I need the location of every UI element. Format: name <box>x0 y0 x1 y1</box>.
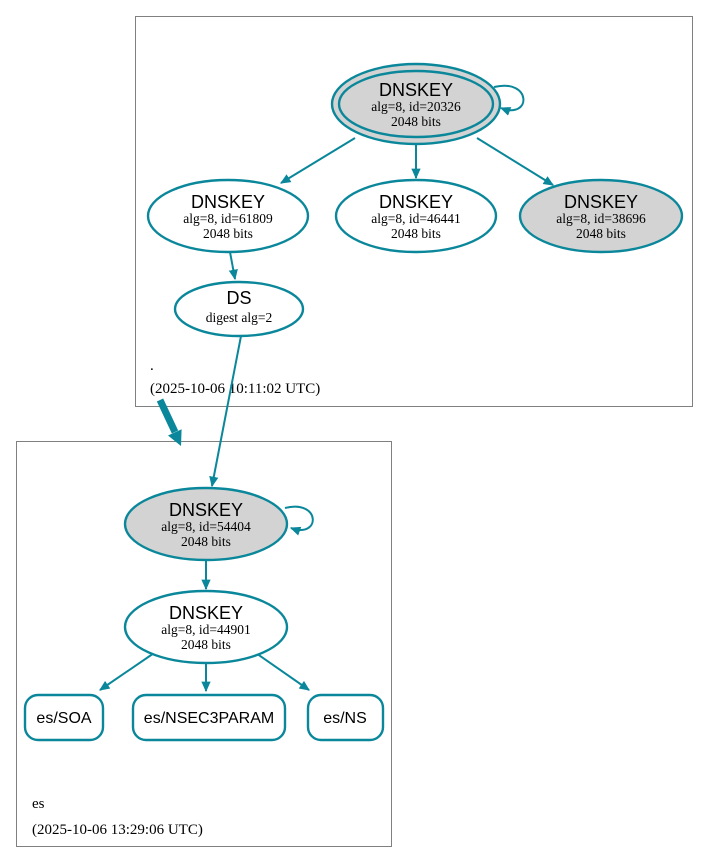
rrset-rect <box>23 693 105 742</box>
edge-es-zsk-to-soa <box>99 650 158 691</box>
edge-es-zsk-to-ns <box>252 650 310 691</box>
edge-root-ksk-to-ksk-right <box>476 137 554 186</box>
root-zone-timestamp: (2025-10-06 10:11:02 UTC) <box>150 381 320 397</box>
dnskey-ellipse <box>123 589 289 665</box>
node-detail: alg=8, id=54404 <box>161 519 251 534</box>
dnskey-node-root-zsk-61809[interactable]: DNSKEY alg=8, id=61809 2048 bits <box>146 178 310 254</box>
edge-root-ksk-to-zsk-left <box>280 137 356 184</box>
node-title: DS <box>226 288 251 308</box>
rrset-rect <box>306 693 385 742</box>
rrset-label: es/NSEC3PARAM <box>144 710 274 727</box>
node-title: DNSKEY <box>169 500 243 520</box>
es-zone-timestamp: (2025-10-06 13:29:06 UTC) <box>32 822 203 838</box>
node-title: DNSKEY <box>379 80 453 100</box>
dnskey-node-root-ksk-20326[interactable]: DNSKEY alg=8, id=20326 2048 bits <box>330 62 502 146</box>
dnskey-node-es-zsk-44901[interactable]: DNSKEY alg=8, id=44901 2048 bits <box>123 589 289 665</box>
ds-ellipse <box>173 280 305 338</box>
ds-node-root[interactable]: DS digest alg=2 <box>173 280 305 338</box>
node-title: DNSKEY <box>564 192 638 212</box>
node-detail: alg=8, id=61809 <box>183 211 273 226</box>
node-detail: digest alg=2 <box>206 310 272 325</box>
rrset-label: es/NS <box>323 710 367 727</box>
node-detail: 2048 bits <box>181 534 231 549</box>
dnskey-ellipse <box>334 178 498 254</box>
node-detail: alg=8, id=46441 <box>371 211 460 226</box>
dnskey-ellipse <box>146 178 310 254</box>
node-detail: alg=8, id=44901 <box>161 622 250 637</box>
delegation-arrow-root-to-es <box>156 398 182 446</box>
rrset-node-es-nsec3param[interactable]: es/NSEC3PARAM <box>131 693 287 742</box>
dnskey-ellipse-inner <box>337 69 495 139</box>
dnskey-node-es-ksk-54404[interactable]: DNSKEY alg=8, id=54404 2048 bits <box>123 486 289 562</box>
node-detail: 2048 bits <box>391 114 441 129</box>
self-sign-loop-es-ksk <box>284 505 314 536</box>
node-title: DNSKEY <box>169 603 243 623</box>
delegation-arrow-stem <box>156 398 179 434</box>
dnskey-node-root-ksk-38696[interactable]: DNSKEY alg=8, id=38696 2048 bits <box>518 178 684 254</box>
root-zone-label: . <box>150 358 154 374</box>
node-title: DNSKEY <box>379 192 453 212</box>
node-detail: 2048 bits <box>576 226 626 241</box>
self-sign-loop-root-ksk <box>493 84 525 116</box>
node-title: DNSKEY <box>191 192 265 212</box>
node-detail: 2048 bits <box>203 226 253 241</box>
node-detail: 2048 bits <box>181 637 231 652</box>
edge-zsk-left-to-ds <box>228 251 238 281</box>
rrset-node-es-soa[interactable]: es/SOA <box>23 693 105 742</box>
es-zone-label: es <box>32 796 45 812</box>
edge-ds-to-es-ksk <box>209 335 242 488</box>
dnskey-node-root-zsk-46441[interactable]: DNSKEY alg=8, id=46441 2048 bits <box>334 178 498 254</box>
node-detail: alg=8, id=20326 <box>371 99 461 114</box>
node-detail: alg=8, id=38696 <box>556 211 646 226</box>
dnskey-ellipse <box>518 178 684 254</box>
delegation-arrowhead <box>168 429 182 446</box>
dnskey-ellipse <box>123 486 289 562</box>
rrset-rect <box>131 693 287 742</box>
node-detail: 2048 bits <box>391 226 441 241</box>
rrset-label: es/SOA <box>36 710 91 727</box>
rrset-node-es-ns[interactable]: es/NS <box>306 693 385 742</box>
